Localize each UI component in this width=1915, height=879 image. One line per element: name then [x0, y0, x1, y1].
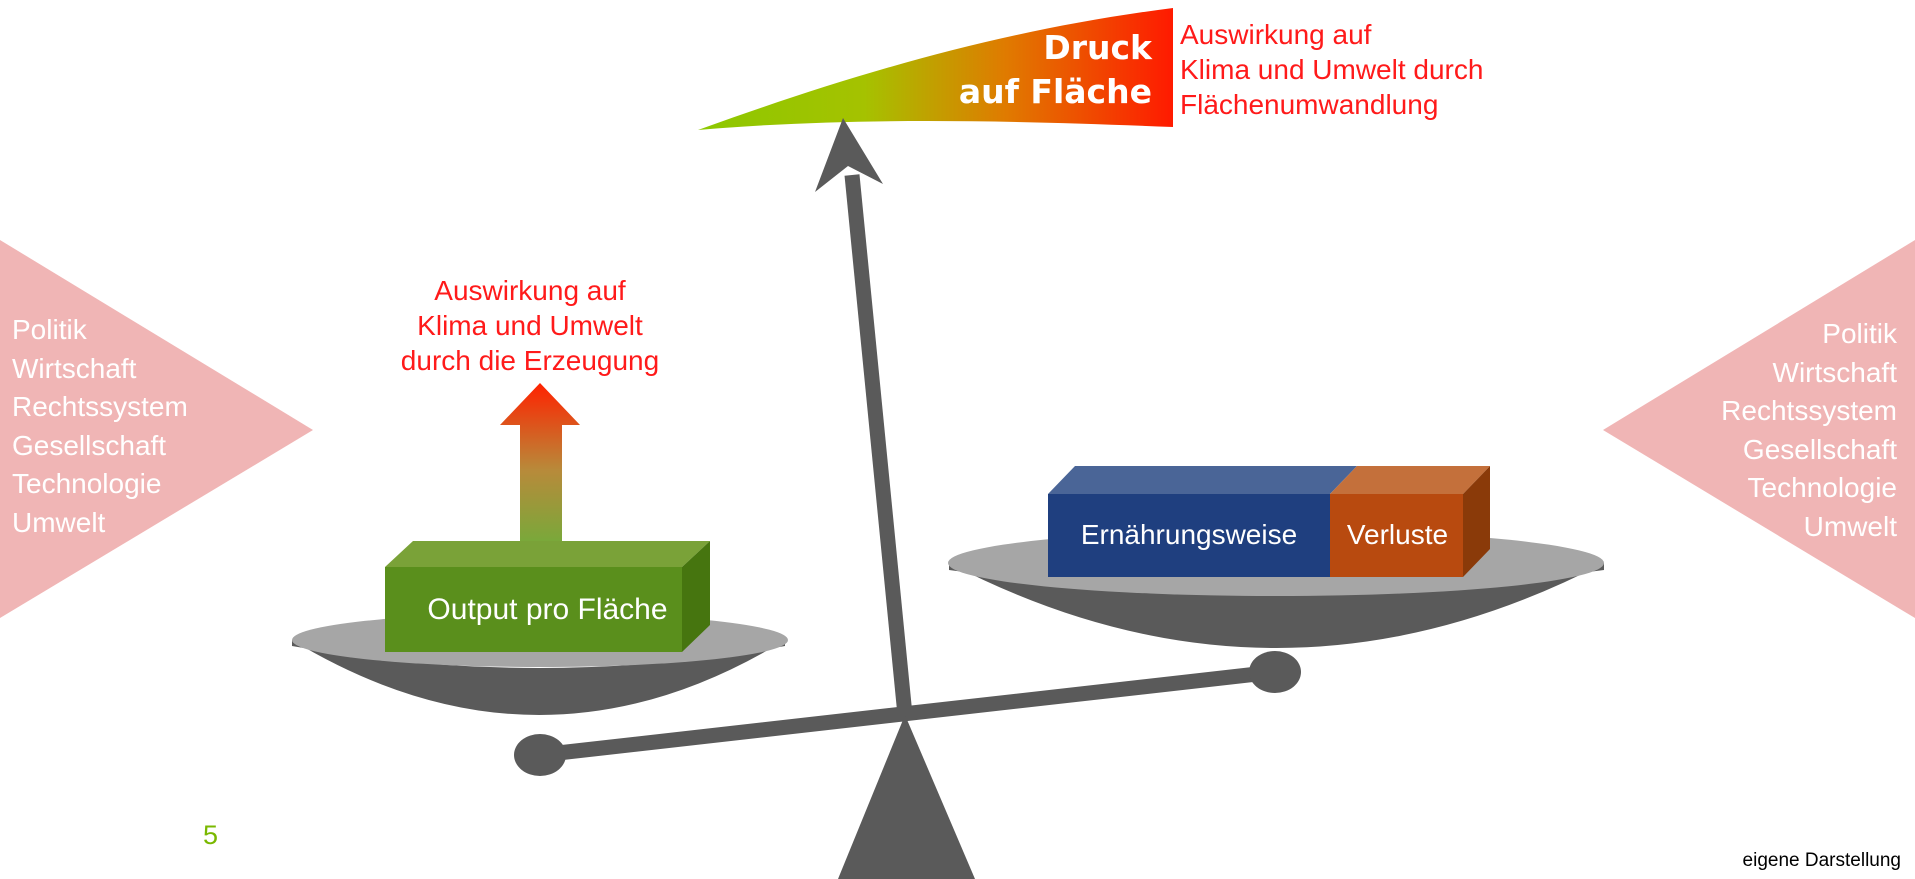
production-impact-label: Auswirkung auf Klima und Umwelt durch di… [380, 273, 680, 378]
factor-item: Wirtschaft [12, 352, 137, 384]
production-impact-line: durch die Erzeugung [400, 345, 660, 376]
beam-end-right [1249, 651, 1301, 693]
land-impact-line: Flächenumwandlung [1180, 89, 1439, 120]
factor-item: Umwelt [1803, 510, 1897, 542]
factor-item: Gesellschaft [12, 429, 167, 461]
pressure-wedge [698, 8, 1173, 130]
output-box [385, 541, 710, 652]
balance-beam [532, 664, 1283, 763]
production-impact-arrow [500, 383, 580, 541]
factor-item: Wirtschaft [1772, 356, 1897, 388]
right-pan-bowl [949, 563, 1604, 648]
factor-item: Politik [12, 314, 87, 345]
production-impact-line: Auswirkung auf [434, 275, 626, 306]
factor-item: Politik [1822, 318, 1897, 349]
fulcrum [838, 715, 975, 879]
pointer-arrowhead [815, 118, 883, 192]
land-impact-label: Auswirkung auf Klima und Umwelt durch Fl… [1180, 17, 1540, 122]
factor-item: Rechtssystem [1721, 395, 1897, 426]
factors-right-triangle [1603, 240, 1915, 618]
diet-box-label: Ernährungsweise [1080, 519, 1298, 550]
source-note: eigene Darstellung [1742, 850, 1901, 871]
land-impact-line: Klima und Umwelt durch [1180, 54, 1484, 85]
land-impact-line: Auswirkung auf [1180, 19, 1372, 50]
production-impact-line: Klima und Umwelt [417, 310, 643, 341]
factor-item: Technologie [12, 468, 162, 499]
output-box-label: Output pro Fläche [427, 593, 668, 626]
beam-end-left [514, 734, 566, 776]
factors-left-list: Politik Wirtschaft Rechtssystem Gesellsc… [12, 311, 188, 542]
factor-item: Rechtssystem [12, 391, 188, 422]
pointer-shaft [844, 174, 913, 716]
losses-box [1330, 466, 1490, 577]
page-number: 5 [203, 820, 219, 850]
factor-item: Umwelt [12, 506, 106, 538]
factors-left-triangle [0, 240, 313, 618]
pressure-label-line1: Druck [1043, 28, 1152, 67]
diet-box [1048, 466, 1357, 577]
factors-right-list: Politik Wirtschaft Rechtssystem Gesellsc… [1721, 315, 1897, 546]
factor-item: Technologie [1747, 472, 1897, 503]
left-pan-bowl [292, 640, 785, 715]
factor-item: Gesellschaft [1742, 433, 1897, 465]
losses-box-label: Verluste [1346, 519, 1449, 550]
pressure-label-line2: auf Fläche [958, 72, 1152, 111]
